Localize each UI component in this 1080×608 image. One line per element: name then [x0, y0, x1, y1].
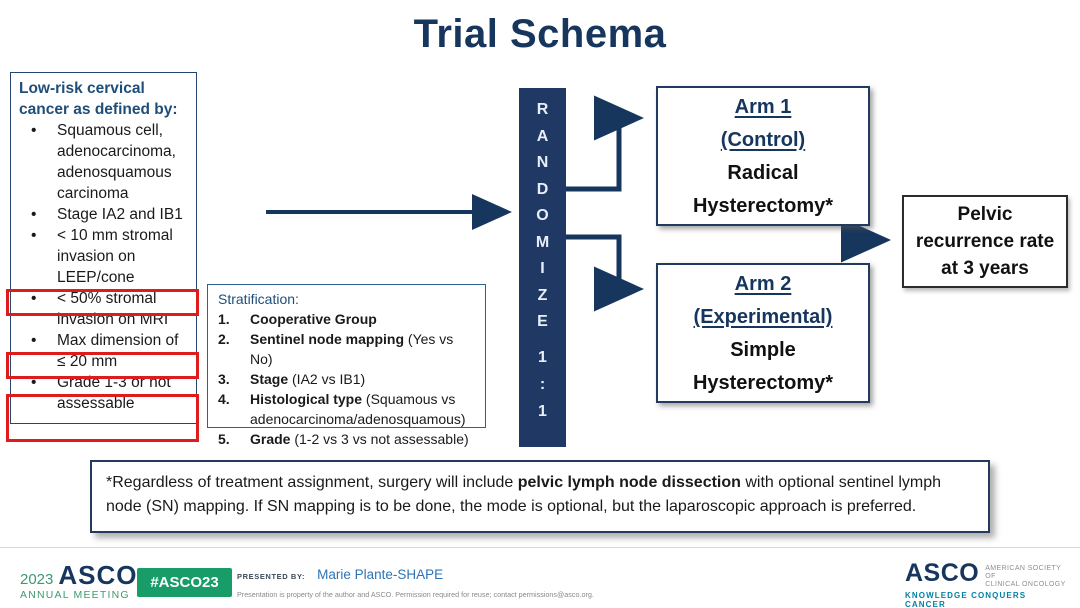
- asco-logo: ASCO AMERICAN SOCIETY OF CLINICAL ONCOLO…: [905, 559, 1070, 608]
- item-bold-text: Grade: [250, 431, 291, 447]
- arm1-treatment-line1: Radical: [727, 162, 799, 184]
- item-rest-text: (Squamous vs adenocarcinoma/adenosquamou…: [250, 391, 466, 427]
- asco-annual-meeting-logo: 2023 ASCO ANNUAL MEETING: [20, 560, 138, 601]
- arrow-to-arm2: [566, 234, 644, 312]
- stratification-list: 1. Cooperative Group 2. Sentinel node ma…: [218, 309, 475, 449]
- arm2-treatment-line2: Hysterectomy*: [692, 372, 834, 394]
- arm2-box: Arm 2 (Experimental) Simple Hysterectomy…: [656, 263, 870, 403]
- hashtag-badge: #ASCO23: [137, 568, 232, 597]
- asco-tagline-2: CLINICAL ONCOLOGY: [985, 581, 1066, 588]
- arm1-treatment-line2: Hysterectomy*: [692, 195, 834, 217]
- hashtag-text: #ASCO23: [150, 574, 219, 591]
- stratification-item: 2. Sentinel node mapping (Yes vs No): [218, 329, 475, 369]
- criteria-item: < 10 mm stromal invasion on LEEP/cone: [19, 225, 188, 288]
- criteria-item: Stage IA2 and IB1: [19, 204, 188, 225]
- criteria-item: Max dimension of ≤ 20 mm: [19, 330, 188, 372]
- presenter-name: Marie Plante-SHAPE: [317, 567, 444, 582]
- asco-tagline-1: AMERICAN SOCIETY OF: [985, 565, 1062, 580]
- item-rest-text: (1-2 vs 3 vs not assessable): [290, 431, 469, 447]
- logo-subtitle: ANNUAL MEETING: [20, 589, 130, 601]
- footnote-text-bold: pelvic lymph node dissection: [517, 474, 741, 491]
- outcome-box: Pelvic recurrence rate at 3 years: [902, 195, 1068, 288]
- arm1-subtitle: (Control): [720, 129, 806, 151]
- disclaimer-text: Presentation is property of the author a…: [237, 590, 594, 599]
- randomize-bar: R A N D O M I Z E 1 : 1: [519, 88, 566, 447]
- item-number: 4.: [218, 391, 230, 407]
- item-bold-text: Stage: [250, 371, 289, 387]
- arm2-subtitle: (Experimental): [693, 306, 833, 328]
- asco-motto: KNOWLEDGE CONQUERS CANCER: [905, 591, 1027, 608]
- presented-by-block: PRESENTED BY: Marie Plante-SHAPE Present…: [237, 567, 594, 599]
- arm1-title: Arm 1: [734, 96, 792, 118]
- footnote-text-post: with optional sentinel lymph node (SN) m…: [106, 474, 942, 515]
- highlight-box-max-dimension: [6, 394, 199, 442]
- stratification-item: 3. Stage (IA2 vs IB1): [218, 369, 475, 389]
- criteria-heading: Low-risk cervical cancer as defined by:: [19, 80, 178, 118]
- page-title: Trial Schema: [413, 12, 667, 56]
- logo-org: ASCO: [58, 560, 138, 590]
- arrow-to-arm1: [566, 95, 644, 192]
- footnote-box: *Regardless of treatment assignment, sur…: [90, 460, 990, 533]
- presented-by-label: PRESENTED BY:: [237, 572, 306, 581]
- item-number: 5.: [218, 431, 230, 447]
- item-bold-text: Histological type: [250, 391, 363, 407]
- stratification-item: 1. Cooperative Group: [218, 309, 475, 329]
- item-bold-text: Cooperative Group: [250, 311, 377, 327]
- arm2-treatment-line1: Simple: [730, 339, 796, 361]
- logo-year: 2023: [20, 571, 54, 588]
- item-number: 3.: [218, 371, 230, 387]
- randomize-ratio: 1 : 1: [538, 348, 547, 420]
- stratification-item: 4. Histological type (Squamous vs adenoc…: [218, 389, 475, 429]
- arm2-title: Arm 2: [734, 273, 792, 295]
- outcome-text: Pelvic recurrence rate at 3 years: [915, 204, 1055, 279]
- item-bold-text: Sentinel node mapping: [250, 331, 405, 347]
- asco-logo-text: ASCO: [905, 559, 980, 587]
- footnote-text-pre: *Regardless of treatment assignment, sur…: [106, 474, 518, 491]
- asco-taglines: AMERICAN SOCIETY OF CLINICAL ONCOLOGY: [985, 565, 1070, 589]
- stratification-item: 5. Grade (1-2 vs 3 vs not assessable): [218, 429, 475, 449]
- item-number: 1.: [218, 311, 230, 327]
- randomize-label: R A N D O M I Z E: [535, 101, 550, 330]
- item-number: 2.: [218, 331, 230, 347]
- stratification-heading: Stratification:: [218, 291, 299, 307]
- criteria-item: Squamous cell, adenocarcinoma, adenosqua…: [19, 120, 188, 204]
- item-rest-text: (IA2 vs IB1): [288, 371, 366, 387]
- highlight-box-10mm-stromal: [6, 289, 199, 316]
- stratification-box: Stratification: 1. Cooperative Group 2. …: [207, 284, 486, 447]
- highlight-box-50pct-stromal: [6, 352, 199, 379]
- item-rest-text: (Yes vs No): [250, 331, 454, 367]
- arm1-box: Arm 1 (Control) Radical Hysterectomy*: [656, 86, 870, 226]
- footer-divider: [0, 547, 1080, 548]
